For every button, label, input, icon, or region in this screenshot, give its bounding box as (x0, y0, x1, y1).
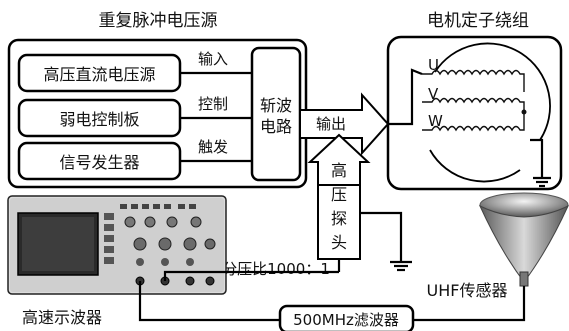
oscilloscope-label: 高速示波器 (22, 308, 102, 327)
probe-to-scope-cable (163, 270, 339, 281)
probe-char-4: 头 (331, 233, 347, 252)
phase-w-label: W (428, 112, 443, 130)
probe-arrow-head (307, 133, 371, 188)
motor-ground-icon (533, 176, 551, 188)
phase-u-winding (422, 69, 525, 92)
filter-label: 500MHz滤波器 (293, 311, 399, 329)
probe-ground-lead (360, 211, 403, 262)
stator-arc-top (434, 42, 551, 141)
input-signal-label: 输入 (198, 50, 228, 68)
phase-v-winding (422, 97, 525, 110)
motor-ground-lead (530, 138, 544, 178)
trigger-signal-label: 触发 (198, 138, 228, 156)
probe-char-3: 探 (331, 209, 347, 228)
oscilloscope-icon (7, 195, 227, 295)
probe-char-2: 压 (331, 185, 347, 204)
control-signal-label: 控制 (198, 95, 228, 113)
filter-to-scope-cable (138, 281, 280, 322)
uhf-sensor-icon (478, 192, 569, 287)
uhf-sensor-label: UHF传感器 (427, 281, 508, 300)
motor-title: 电机定子绕组 (427, 11, 529, 31)
source-group-title: 重复脉冲电压源 (99, 11, 218, 31)
chopper-circuit-label-1: 斩波 (260, 96, 292, 115)
stator-input-lead (388, 68, 423, 126)
motor-frame (386, 35, 563, 191)
sensor-to-filter-cable (413, 286, 526, 322)
probe-ratio-label: 分压比1000：1 (222, 260, 330, 278)
phase-v-label: V (428, 85, 439, 103)
chopper-circuit-label-2: 电路 (260, 117, 292, 136)
output-signal-label: 输出 (316, 115, 346, 133)
stator-arc-bottom (429, 149, 521, 183)
hv-dc-source-label: 高压直流电压源 (43, 65, 155, 84)
phase-w-winding (422, 114, 525, 132)
neutral-point (521, 109, 527, 115)
phase-u-label: U (428, 56, 439, 74)
probe-char-1: 高 (331, 161, 347, 180)
weak-control-board-label: 弱电控制板 (59, 110, 139, 129)
output-arrow (299, 92, 390, 156)
probe-ground-icon (390, 260, 412, 272)
signal-generator-label: 信号发生器 (59, 153, 139, 172)
